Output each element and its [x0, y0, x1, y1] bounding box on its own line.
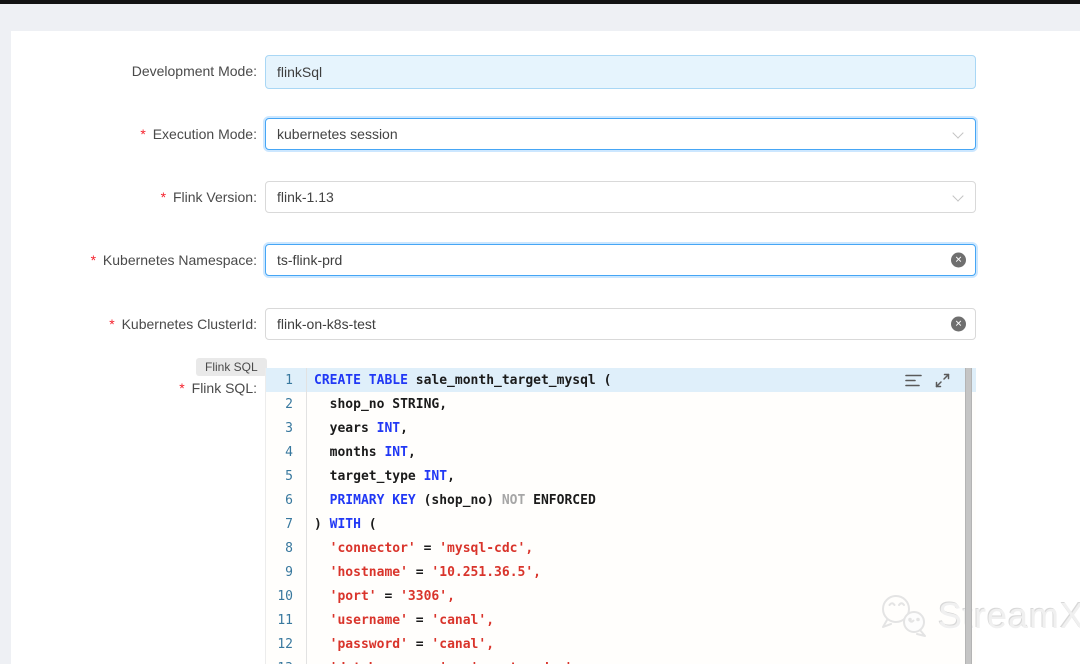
code-text: CREATE TABLE sale_month_target_mysql (	[314, 372, 612, 388]
code-line[interactable]: 11 'username' = 'canal',	[266, 608, 976, 632]
required-asterisk: *	[140, 126, 146, 142]
code-text: ) WITH (	[314, 516, 377, 532]
line-number: 5	[266, 464, 307, 488]
code-text: shop_no STRING,	[314, 396, 448, 412]
code-text: months INT,	[314, 444, 416, 460]
code-line[interactable]: 10 'port' = '3306',	[266, 584, 976, 608]
label-text: Flink SQL:	[191, 380, 257, 396]
editor-scrollbar[interactable]	[965, 368, 972, 664]
code-line[interactable]: 1 CREATE TABLE sale_month_target_mysql (	[266, 368, 976, 392]
line-number: 1	[266, 368, 307, 392]
code-line[interactable]: 6 PRIMARY KEY (shop_no) NOT ENFORCED	[266, 488, 976, 512]
code-text: years INT,	[314, 420, 408, 436]
code-line[interactable]: 8 'connector' = 'mysql-cdc',	[266, 536, 976, 560]
development-mode-label: Development Mode:	[0, 55, 257, 87]
clear-input-icon[interactable]: ✕	[951, 316, 966, 332]
required-asterisk: *	[179, 380, 185, 396]
code-text: target_type INT,	[314, 468, 455, 484]
kubernetes-namespace-input[interactable]	[265, 244, 976, 276]
execution-mode-select[interactable]: kubernetes session	[265, 118, 976, 150]
required-asterisk: *	[160, 189, 167, 205]
required-asterisk: *	[109, 316, 115, 332]
required-asterisk: *	[90, 252, 97, 268]
label-text: Kubernetes ClusterId:	[121, 316, 257, 332]
code-line[interactable]: 4 months INT,	[266, 440, 976, 464]
code-line[interactable]: 7 ) WITH (	[266, 512, 976, 536]
code-text: 'database-name' = 'sport_order'	[307, 661, 573, 664]
line-number: 4	[266, 440, 307, 464]
flink-version-label: * Flink Version:	[0, 181, 257, 213]
line-number: 12	[266, 632, 307, 656]
flink-sql-code-editor[interactable]: 1 CREATE TABLE sale_month_target_mysql ( 2…	[265, 368, 976, 664]
kubernetes-namespace-label: * Kubernetes Namespace:	[0, 244, 257, 276]
format-code-icon[interactable]	[905, 373, 922, 388]
flink-sql-tooltip: Flink SQL	[196, 358, 267, 376]
line-number: 2	[266, 392, 307, 416]
wechat-icon	[882, 595, 926, 637]
top-black-bar	[0, 0, 1080, 4]
flink-version-control: flink-1.13	[265, 181, 976, 213]
flink-version-select[interactable]: flink-1.13	[265, 181, 976, 213]
development-mode-control	[265, 55, 976, 89]
line-number: 6	[266, 488, 307, 512]
code-text: 'password' = 'canal',	[329, 636, 495, 652]
code-text: 'hostname' = '10.251.36.5',	[329, 564, 541, 580]
label-text: Execution Mode:	[152, 126, 257, 142]
kubernetes-namespace-control: ✕	[265, 244, 976, 276]
flink-sql-label: * Flink SQL:	[0, 372, 257, 404]
code-line[interactable]: 9 'hostname' = '10.251.36.5',	[266, 560, 976, 584]
line-number: 10	[266, 584, 307, 608]
editor-toolbar	[905, 373, 950, 388]
kubernetes-clusterid-input[interactable]	[265, 308, 976, 340]
streamx-watermark: StreamX	[878, 592, 1080, 640]
line-number: 3	[266, 416, 307, 440]
execution-mode-label: * Execution Mode:	[0, 118, 257, 150]
code-text: 'username' = 'canal',	[329, 612, 495, 628]
label-text: Kubernetes Namespace:	[102, 252, 257, 268]
code-line[interactable]: 5 target_type INT,	[266, 464, 976, 488]
line-number: 7	[266, 512, 307, 536]
execution-mode-control: kubernetes session	[265, 118, 976, 150]
development-mode-input[interactable]	[265, 55, 976, 89]
code-text: 'port' = '3306',	[329, 588, 455, 604]
line-number: 9	[266, 560, 307, 584]
code-line[interactable]: 3 years INT,	[266, 416, 976, 440]
line-number: 11	[266, 608, 307, 632]
code-text: PRIMARY KEY (shop_no) NOT ENFORCED	[329, 492, 596, 508]
select-value: kubernetes session	[277, 126, 398, 142]
kubernetes-clusterid-label: * Kubernetes ClusterId:	[0, 308, 257, 340]
clear-input-icon[interactable]: ✕	[951, 252, 966, 268]
code-line[interactable]: 12 'password' = 'canal',	[266, 632, 976, 656]
select-value: flink-1.13	[277, 189, 334, 205]
code-line[interactable]: 2 shop_no STRING,	[266, 392, 976, 416]
fullscreen-icon[interactable]	[935, 373, 950, 388]
sql-editor-lines: 1 CREATE TABLE sale_month_target_mysql ( 2…	[266, 368, 976, 664]
label-text: Flink Version:	[172, 189, 257, 205]
kubernetes-clusterid-control: ✕	[265, 308, 976, 340]
line-number: 8	[266, 536, 307, 560]
label-text: Development Mode:	[131, 63, 257, 79]
watermark-text: StreamX	[938, 595, 1080, 636]
code-text: 'connector' = 'mysql-cdc',	[329, 540, 534, 556]
line-number: 13	[266, 656, 307, 664]
code-line[interactable]: 13 'database-name' = 'sport_order'	[266, 656, 976, 664]
